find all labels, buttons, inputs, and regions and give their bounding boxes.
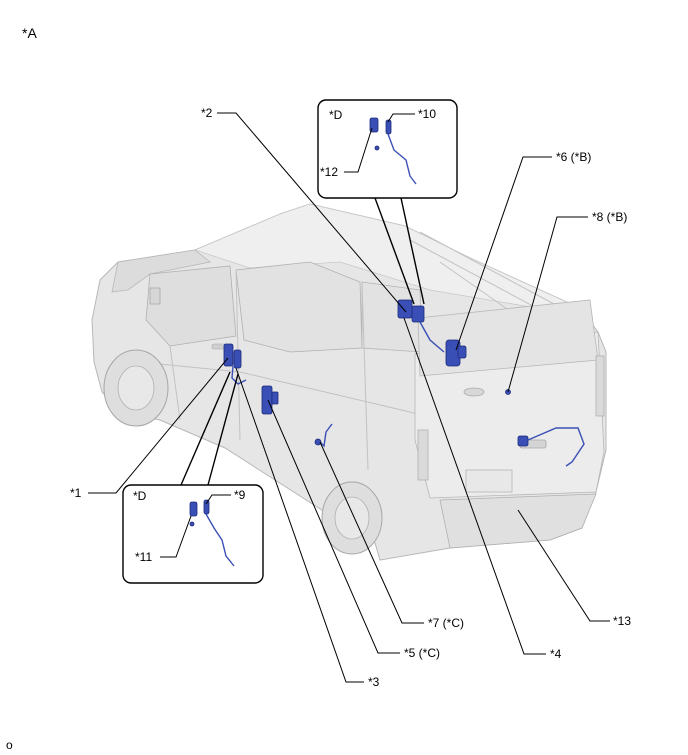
door-seam <box>169 345 181 421</box>
callout-label-8: *8 (*B) <box>592 210 627 224</box>
highlighted-parts <box>223 299 585 467</box>
rear-lamp <box>463 387 485 397</box>
leader-9 <box>205 494 231 505</box>
callout-label-10: *10 <box>418 107 436 121</box>
leader-3 <box>235 367 364 683</box>
inset-top-frame <box>317 99 458 199</box>
callout-label-13: *13 <box>613 614 631 628</box>
callout-labels: *A *1 *2 *3 *4 *5 (*C) *6 (*B) *7 (*C) *… <box>6 25 631 752</box>
leader-11 <box>160 515 192 558</box>
sliding-door-lock-part <box>271 391 279 405</box>
callout-label-5: *5 (*C) <box>404 646 440 660</box>
inset-bottom-pointer-right <box>207 373 239 486</box>
leader-10 <box>387 113 415 123</box>
callout-label-3: *3 <box>368 675 380 689</box>
inset-bottom: *D *9 *11 <box>122 371 264 584</box>
callout-label-9: *9 <box>234 488 246 502</box>
callout-label-7: *7 (*C) <box>428 616 464 630</box>
door-lock-part-1 <box>223 343 234 367</box>
front-side-window <box>145 265 237 347</box>
callout-label-11: *11 <box>135 550 152 564</box>
inset-top-view-label: *D <box>329 108 343 122</box>
leader-8 <box>507 216 588 393</box>
sliding-door-rear-part <box>314 438 322 446</box>
inset-top-pointer-left <box>374 197 415 305</box>
door-lock-cable <box>231 365 247 385</box>
side-mirror <box>149 287 161 305</box>
callout-label-4: *4 <box>550 647 562 661</box>
leader-1 <box>88 357 229 494</box>
tail-light <box>595 355 605 417</box>
tail-light <box>417 429 429 481</box>
inset-top-part-12-pin <box>374 145 380 151</box>
callout-leaders <box>88 112 610 683</box>
inset-bottom-part-9 <box>203 499 210 515</box>
van-illustration <box>91 203 607 561</box>
door-lock-part-2 <box>233 349 242 369</box>
inset-bottom-cable <box>205 513 235 567</box>
callout-label-1: *1 <box>70 486 82 500</box>
leader-12 <box>344 127 373 173</box>
back-door <box>414 331 605 499</box>
back-door-closer-part <box>457 345 467 359</box>
inset-top-cable <box>387 133 417 185</box>
back-lock-part-1 <box>397 299 413 319</box>
callout-label-2: *2 <box>201 106 213 120</box>
license-plate <box>465 469 513 493</box>
callout-label-6: *6 (*B) <box>556 150 591 164</box>
back-lock-cable <box>419 321 445 353</box>
rear-bumper <box>439 493 597 549</box>
inset-bottom-part-11 <box>189 501 198 517</box>
front-wheel-hub <box>117 365 155 411</box>
callout-label-12: *12 <box>320 165 338 179</box>
inset-top: *D *10 *12 <box>317 99 458 305</box>
inset-top-pointer-right <box>400 197 425 305</box>
leader-6 <box>455 156 552 351</box>
sliding-door-lock-part <box>261 385 273 415</box>
back-lock-part-2 <box>411 305 425 323</box>
leader-2 <box>217 112 407 313</box>
footer-mark: o <box>6 738 13 752</box>
inset-bottom-view-label: *D <box>133 489 147 503</box>
inset-bottom-pointer-left <box>180 371 231 486</box>
inset-bottom-part-11-pin <box>189 521 195 527</box>
rear-lock-part <box>517 435 529 447</box>
sliding-door-window <box>235 261 363 353</box>
leader-5 <box>267 399 400 654</box>
leader-4 <box>403 317 546 655</box>
rear-lock-cable <box>527 427 585 467</box>
leader-7 <box>319 441 424 624</box>
rear-wheel-hub <box>334 496 370 540</box>
door-seam <box>361 281 369 471</box>
view-label: *A <box>22 25 37 41</box>
leader-13 <box>517 509 610 622</box>
